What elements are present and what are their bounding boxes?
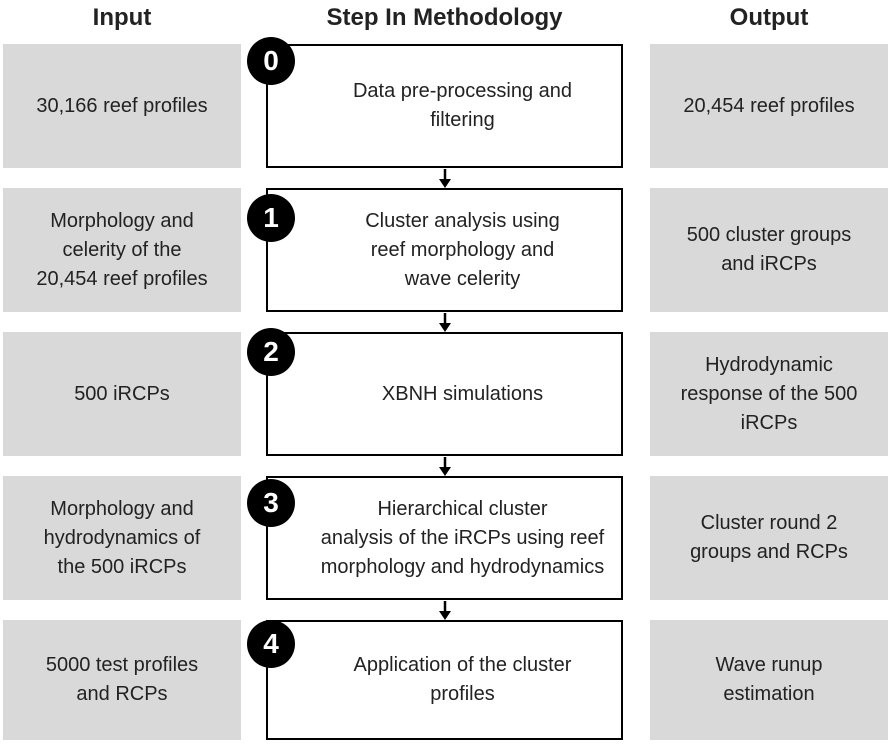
arrow-3-4 bbox=[439, 601, 451, 620]
step-box-2: XBNH simulations bbox=[266, 332, 623, 456]
step-box-3: Hierarchical cluster analysis of the iRC… bbox=[266, 476, 623, 600]
output-box-0: 20,454 reef profiles bbox=[650, 44, 888, 168]
input-header: Input bbox=[92, 4, 152, 31]
step-number-badge-1: 1 bbox=[247, 194, 295, 242]
input-box-3: Morphology and hydrodynamics of the 500 … bbox=[3, 476, 241, 600]
step-number-badge-4: 4 bbox=[247, 620, 295, 668]
output-box-4: Wave runup estimation bbox=[650, 620, 888, 740]
arrow-0-1 bbox=[439, 169, 451, 188]
input-box-4: 5000 test profiles and RCPs bbox=[3, 620, 241, 740]
arrow-1-2 bbox=[439, 313, 451, 332]
step-header: Step In Methodology bbox=[326, 4, 563, 31]
input-box-1: Morphology and celerity of the 20,454 re… bbox=[3, 188, 241, 312]
step-number-badge-0: 0 bbox=[247, 37, 295, 85]
step-box-1: Cluster analysis using reef morphology a… bbox=[266, 188, 623, 312]
output-box-1: 500 cluster groups and iRCPs bbox=[650, 188, 888, 312]
output-header: Output bbox=[729, 4, 809, 31]
arrow-2-3 bbox=[439, 457, 451, 476]
step-number-badge-3: 3 bbox=[247, 479, 295, 527]
input-box-2: 500 iRCPs bbox=[3, 332, 241, 456]
step-number-badge-2: 2 bbox=[247, 328, 295, 376]
step-box-4: Application of the cluster profiles bbox=[266, 620, 623, 740]
step-box-0: Data pre-processing and filtering bbox=[266, 44, 623, 168]
input-box-0: 30,166 reef profiles bbox=[3, 44, 241, 168]
output-box-2: Hydrodynamic response of the 500 iRCPs bbox=[650, 332, 888, 456]
output-box-3: Cluster round 2 groups and RCPs bbox=[650, 476, 888, 600]
